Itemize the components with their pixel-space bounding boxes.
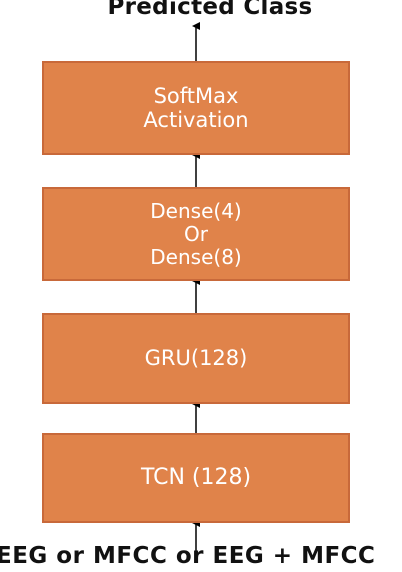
output-label: Predicted Class <box>107 0 313 20</box>
tcn-block: TCN (128) <box>42 433 350 523</box>
tcn-label: TCN (128) <box>140 465 252 491</box>
softmax-activation-block: SoftMax Activation <box>42 61 350 155</box>
gru-block: GRU(128) <box>42 313 350 404</box>
dense-line1: Dense(4) <box>150 198 242 223</box>
dense-line3: Dense(8) <box>150 244 242 269</box>
softmax-line1: SoftMax <box>153 83 239 108</box>
dense-block: Dense(4) Or Dense(8) <box>42 187 350 281</box>
gru-label: GRU(128) <box>144 346 248 371</box>
dense-line2: Or <box>184 221 208 246</box>
input-label: EEG or MFCC or EEG + MFCC <box>0 543 376 569</box>
softmax-line2: Activation <box>143 108 249 132</box>
